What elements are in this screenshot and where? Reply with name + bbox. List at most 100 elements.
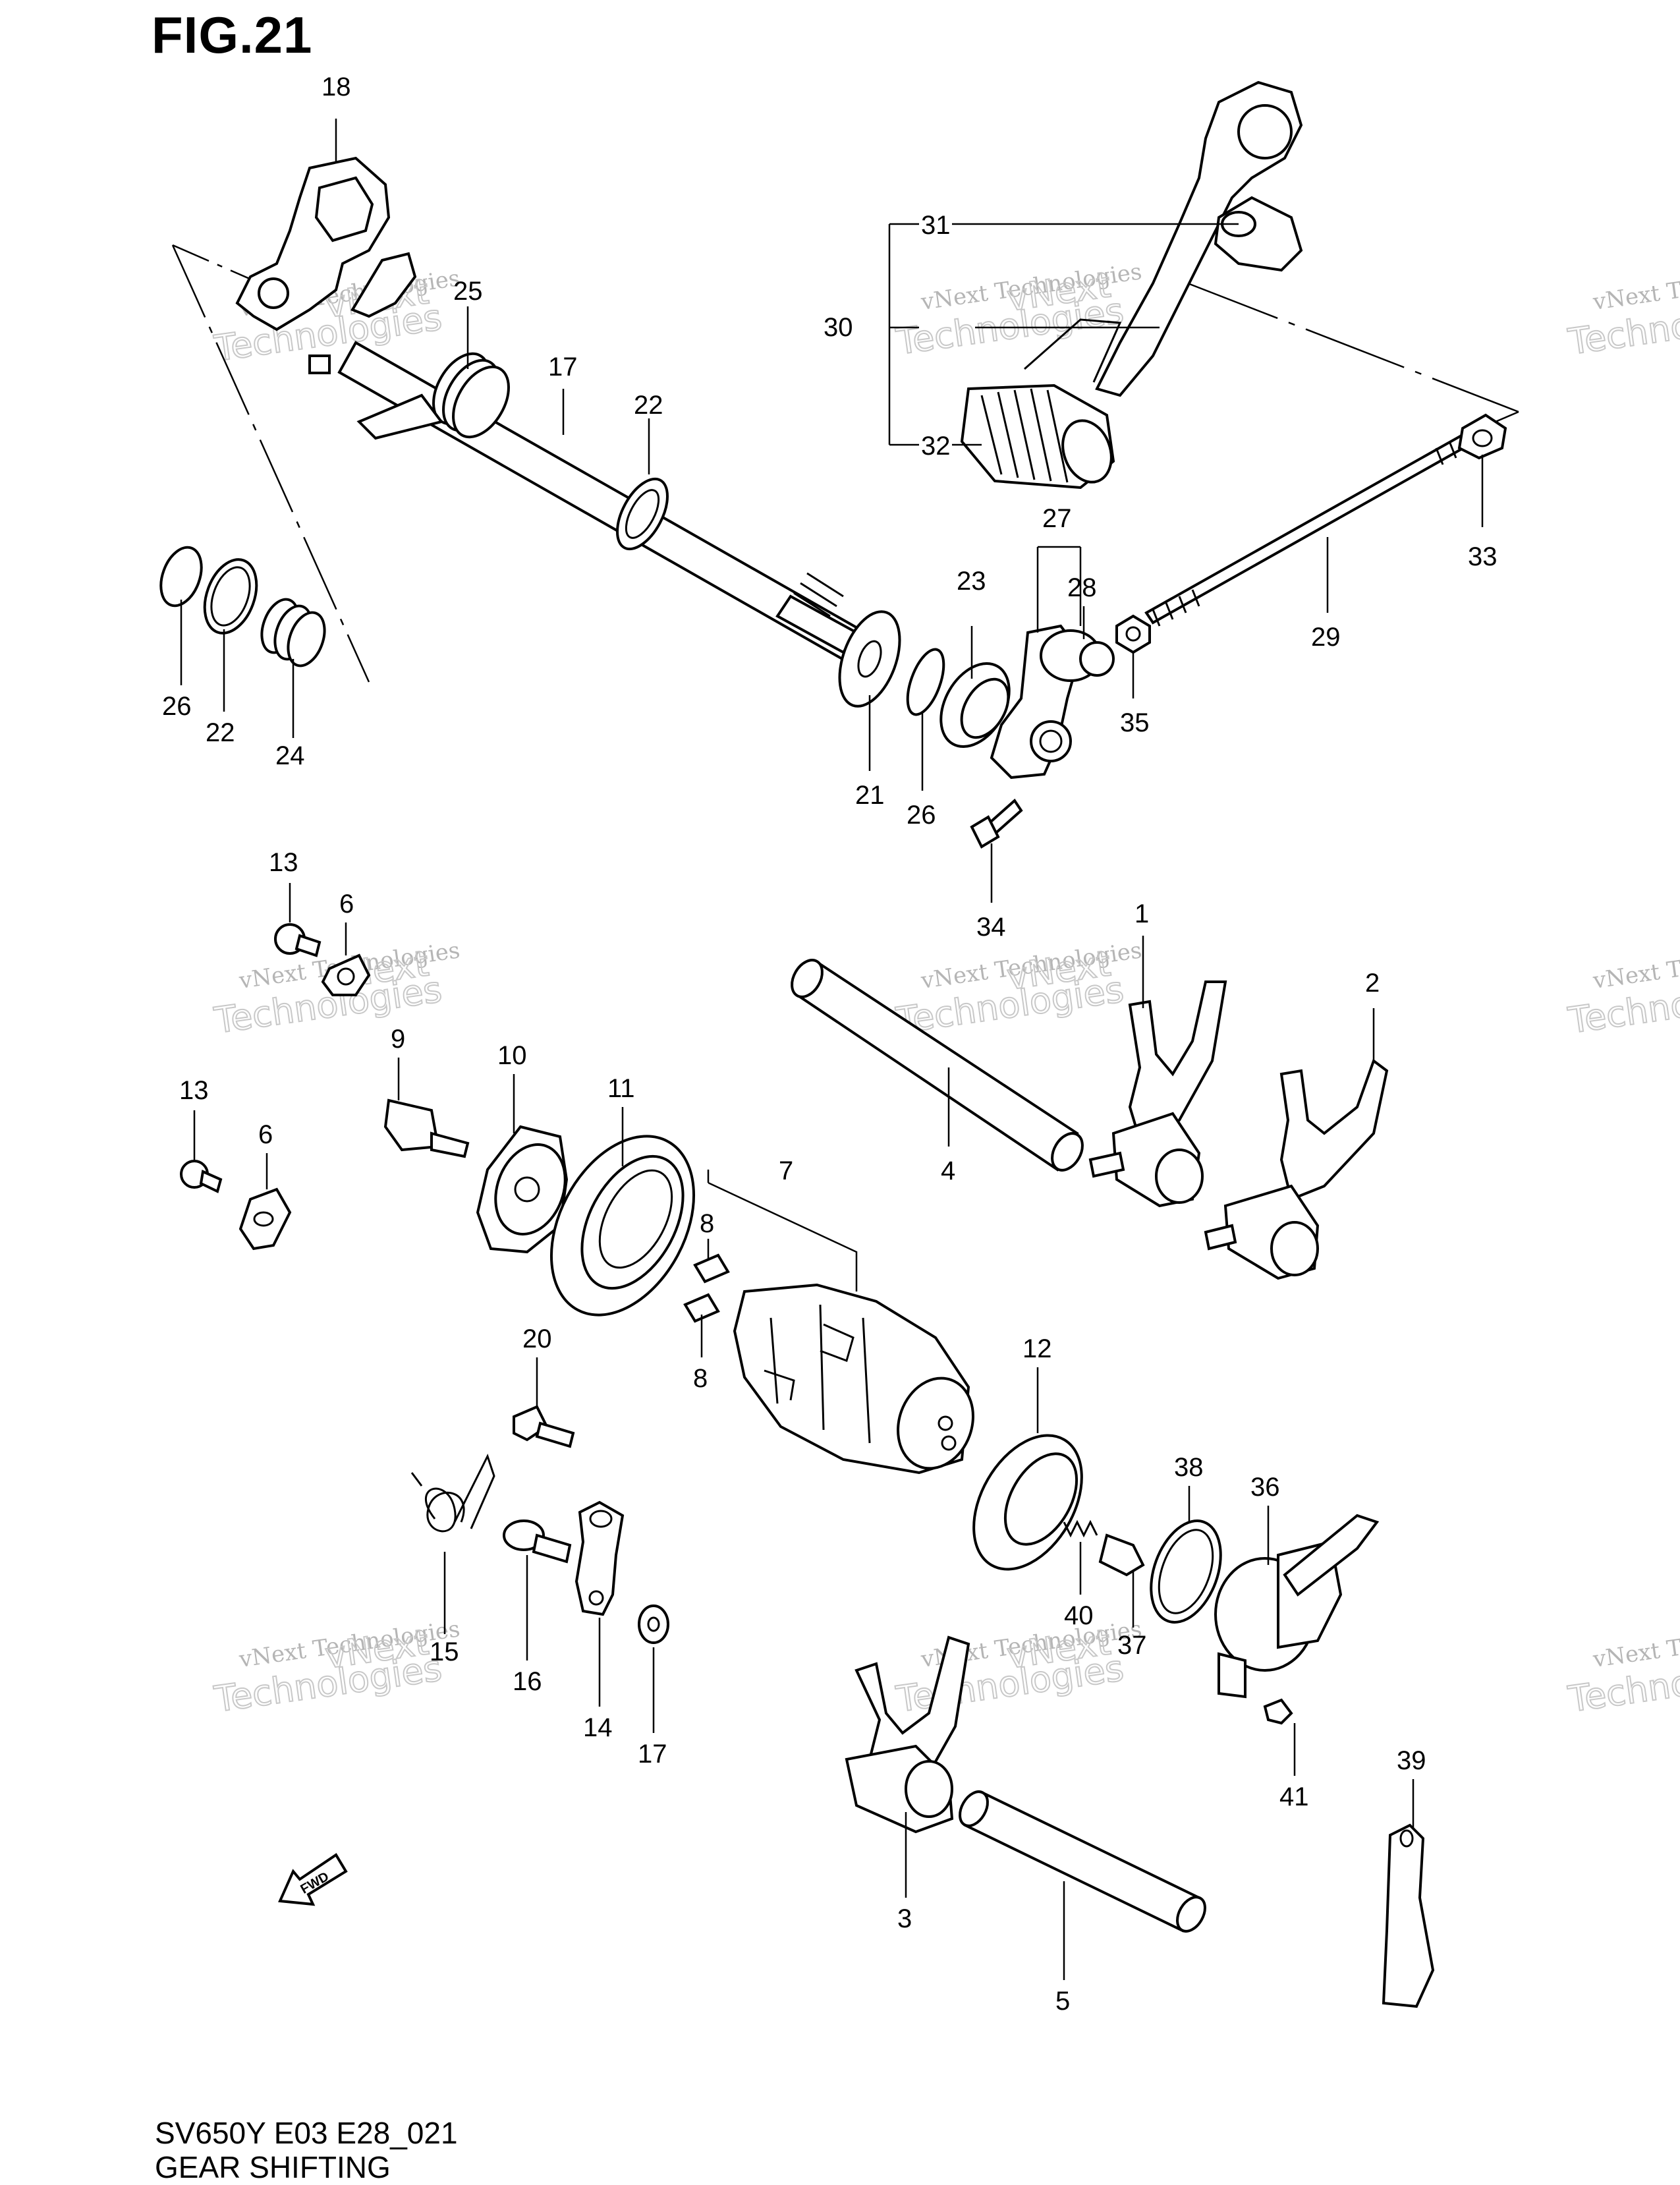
- clamp-39: [1382, 1823, 1435, 2008]
- callout-26: 26: [162, 692, 192, 721]
- callout-22: 22: [634, 391, 663, 420]
- callout-31: 31: [921, 211, 951, 240]
- watermark: vNext Technologies Technologies: [1565, 937, 1680, 1042]
- callout-21: 21: [855, 781, 885, 810]
- circlip-left: [159, 546, 203, 608]
- callout-37: 37: [1117, 1631, 1147, 1660]
- screw-13-lower: [180, 1160, 223, 1193]
- spring-left: [260, 598, 326, 667]
- assembly-bracket-right: [1179, 279, 1519, 423]
- callout-13: 13: [179, 1076, 209, 1105]
- callout-32: 32: [921, 432, 951, 461]
- callout-11: 11: [607, 1074, 635, 1103]
- callout-25: 25: [453, 277, 483, 306]
- torsion-spring-15: [410, 1454, 495, 1533]
- callout-8: 8: [700, 1209, 714, 1238]
- callout-9: 9: [391, 1025, 405, 1054]
- watermark: vNext Technologies Technologies vNext: [893, 1616, 1144, 1720]
- callout-22: 22: [206, 718, 235, 747]
- spring-40: [1063, 1519, 1098, 1538]
- callout-18: 17: [548, 353, 578, 382]
- callout-14: 14: [583, 1713, 613, 1742]
- watermark-group: vNext Technologies Technologies vNext vN…: [211, 258, 1680, 1720]
- pin-8-lower: [683, 1293, 720, 1323]
- forward-direction-arrow: FWD: [278, 1853, 348, 1906]
- bolt-20: [513, 1405, 575, 1448]
- screw-41: [1263, 1698, 1293, 1725]
- callout-10: 10: [497, 1041, 527, 1070]
- figure-title: FIG.21: [152, 6, 313, 64]
- shift-fork-2: [1204, 1058, 1389, 1280]
- fork-shaft-4: [791, 959, 1084, 1172]
- figure-code: SV650Y E03 E28_021: [155, 2116, 458, 2150]
- callout-17: 17: [638, 1740, 667, 1769]
- callout-34: 34: [976, 913, 1006, 942]
- callout-15: 15: [430, 1637, 459, 1666]
- bracket-30-32: [888, 223, 1239, 446]
- return-spring: [356, 352, 510, 440]
- circlip-26: [906, 648, 945, 716]
- callout-12: 12: [1022, 1334, 1052, 1363]
- callout-35: 35: [1120, 708, 1150, 737]
- callout-41: 41: [1279, 1782, 1309, 1811]
- o-ring-38: [1150, 1519, 1222, 1624]
- callout-2: 2: [1365, 969, 1380, 998]
- watermark: vNext Technologies Technologies: [1565, 258, 1680, 363]
- callout-28: 28: [1067, 573, 1097, 602]
- callout-39: 39: [1397, 1746, 1426, 1775]
- callout-36: 36: [1250, 1473, 1280, 1502]
- callout-38: 38: [1174, 1453, 1204, 1482]
- washer-17: [638, 1604, 669, 1644]
- bolt-34: [970, 798, 1023, 849]
- callout-5: 5: [1055, 1987, 1070, 2016]
- washer-21: [838, 610, 901, 708]
- callout-6: 6: [339, 890, 354, 919]
- washer-left: [203, 558, 258, 635]
- callout-4: 4: [941, 1156, 955, 1185]
- gearshift-link-rod: [1144, 433, 1471, 627]
- assembly-bracket-left: [171, 244, 370, 683]
- callout-7: 7: [779, 1156, 793, 1185]
- bolt-16: [503, 1519, 572, 1564]
- screw-13-upper: [274, 923, 322, 957]
- cam-driven-gear-10: [476, 1125, 569, 1254]
- callout-20: 20: [522, 1324, 552, 1353]
- washer-on-shaft: [616, 477, 669, 551]
- callout-labels: 18 25 17 22 26 22 24 31 30 32 27 23 28 2…: [162, 72, 1498, 2016]
- fork-shaft-5: [959, 1790, 1206, 1933]
- watermark: vNext Technologies Technologies vNext: [893, 937, 1144, 1042]
- callout-30: 30: [824, 313, 853, 342]
- rod-end: [1457, 413, 1507, 460]
- callout-26: 26: [907, 801, 936, 830]
- callout-13: 13: [269, 848, 298, 877]
- lock-nut: [1115, 614, 1151, 654]
- shift-arm: [235, 156, 417, 374]
- cam-stopper-14: [574, 1500, 625, 1616]
- callout-33: 33: [1468, 542, 1498, 571]
- watermark: vNext Technologies Technologies: [1565, 1616, 1680, 1720]
- callout-6: 6: [258, 1120, 273, 1149]
- bearing-11: [549, 1135, 696, 1317]
- gear-shift-pin-9: [383, 1098, 470, 1158]
- stopper-plate-6-upper: [321, 953, 371, 996]
- stopper-plate-6-lower: [238, 1187, 292, 1251]
- callout-16: 16: [513, 1667, 542, 1696]
- gear-position-switch-36: [1214, 1514, 1380, 1699]
- callout-19: 18: [322, 72, 351, 101]
- gearshift-arm: [990, 624, 1115, 780]
- callout-8: 8: [693, 1364, 708, 1393]
- callout-23: 23: [957, 567, 986, 596]
- callout-40: 40: [1064, 1601, 1094, 1630]
- leader-lines: [180, 119, 1484, 1980]
- shift-fork-3: [845, 1635, 970, 1834]
- watermark: vNext Technologies Technologies vNext: [893, 258, 1144, 363]
- oil-seal-23: [939, 662, 1011, 749]
- shift-fork-1: [1088, 980, 1227, 1208]
- bearing-12: [972, 1434, 1083, 1571]
- pin-8-upper: [693, 1253, 730, 1284]
- plunger-37: [1098, 1533, 1145, 1577]
- bracket-7: [707, 1170, 858, 1291]
- gearshift-shaft: [337, 341, 888, 674]
